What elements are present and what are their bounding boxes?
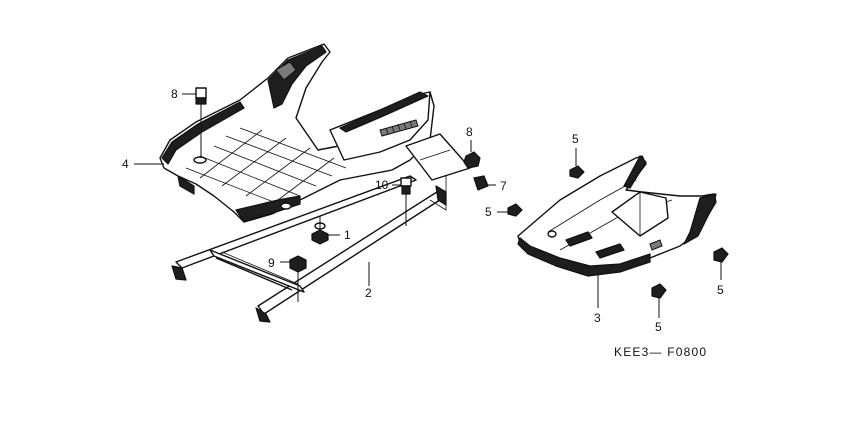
callout-10: 10 — [375, 178, 389, 192]
leader-lines — [134, 93, 722, 318]
nut-8 — [463, 140, 481, 169]
under-cover — [517, 155, 717, 277]
callout-8: 8 — [466, 125, 473, 139]
nut-9 — [289, 255, 307, 302]
callout-1: 1 — [344, 228, 351, 242]
bolt-7 — [195, 87, 207, 158]
callout-5-right: 5 — [717, 283, 724, 297]
screw-5-bottom — [651, 283, 667, 299]
screw-5-top — [569, 165, 585, 179]
callout-5-bottom: 5 — [655, 320, 662, 334]
callout-5-top: 5 — [572, 132, 579, 146]
clip-6 — [473, 175, 489, 191]
callout-7: 8 — [171, 87, 178, 101]
callout-2: 2 — [365, 286, 372, 300]
callout-3: 3 — [594, 311, 601, 325]
callout-6: 7 — [500, 179, 507, 193]
callout-9: 9 — [268, 256, 275, 270]
floor-inner-cover — [159, 43, 471, 230]
bolt-10 — [400, 177, 412, 226]
callout-4: 4 — [122, 157, 129, 171]
screw-5-left — [507, 203, 523, 217]
floor-rail-frame — [171, 175, 447, 323]
screw-5-right — [713, 247, 729, 263]
callout-5-left: 5 — [485, 205, 492, 219]
nut-1 — [311, 216, 329, 245]
diagram-code: KEE3— F0800 — [614, 345, 707, 359]
